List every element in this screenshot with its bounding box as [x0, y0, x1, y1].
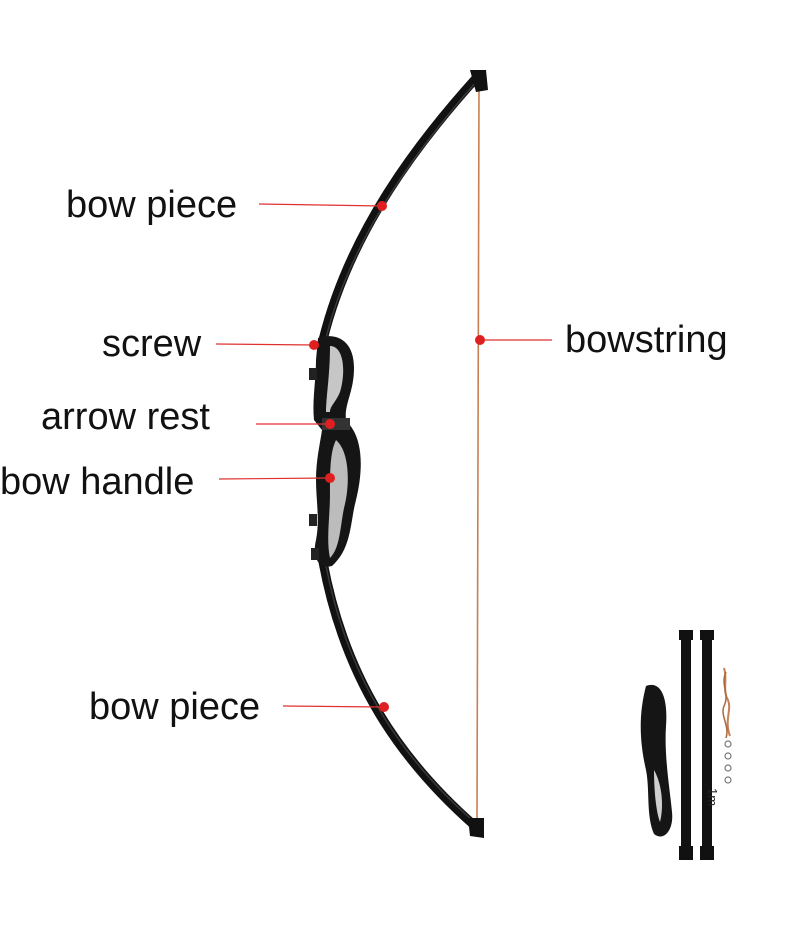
dot-bow-piece-bottom: [379, 702, 389, 712]
dot-screw: [309, 340, 319, 350]
lower-tip: [468, 818, 484, 838]
kit-length-mark: 1m: [705, 788, 720, 807]
dot-arrow-rest: [325, 419, 335, 429]
kit-limbs: [679, 630, 714, 860]
leader-bow-piece-top: [258, 203, 383, 207]
label-screw: screw: [102, 323, 202, 365]
leader-bow-handle: [218, 477, 331, 480]
label-bow-piece-top: bow piece: [66, 184, 238, 226]
upper-limb: [318, 71, 483, 345]
dot-bow-handle: [325, 473, 335, 483]
bowstring-line: [476, 83, 480, 821]
lower-limb: [318, 557, 480, 831]
dot-bowstring: [475, 335, 485, 345]
bow-riser: [309, 336, 361, 567]
dot-bow-piece-top: [377, 201, 387, 211]
label-bowstring: bowstring: [565, 319, 728, 361]
label-bow-handle: bow handle: [0, 461, 195, 503]
leader-screw: [215, 343, 315, 346]
kit-riser: [640, 684, 673, 837]
kit-string-and-rings: [722, 667, 732, 784]
label-bow-piece-bottom: bow piece: [89, 686, 261, 728]
leader-bow-piece-bottom: [282, 705, 385, 708]
upper-tip: [470, 70, 488, 92]
label-arrow-rest: arrow rest: [41, 396, 210, 438]
